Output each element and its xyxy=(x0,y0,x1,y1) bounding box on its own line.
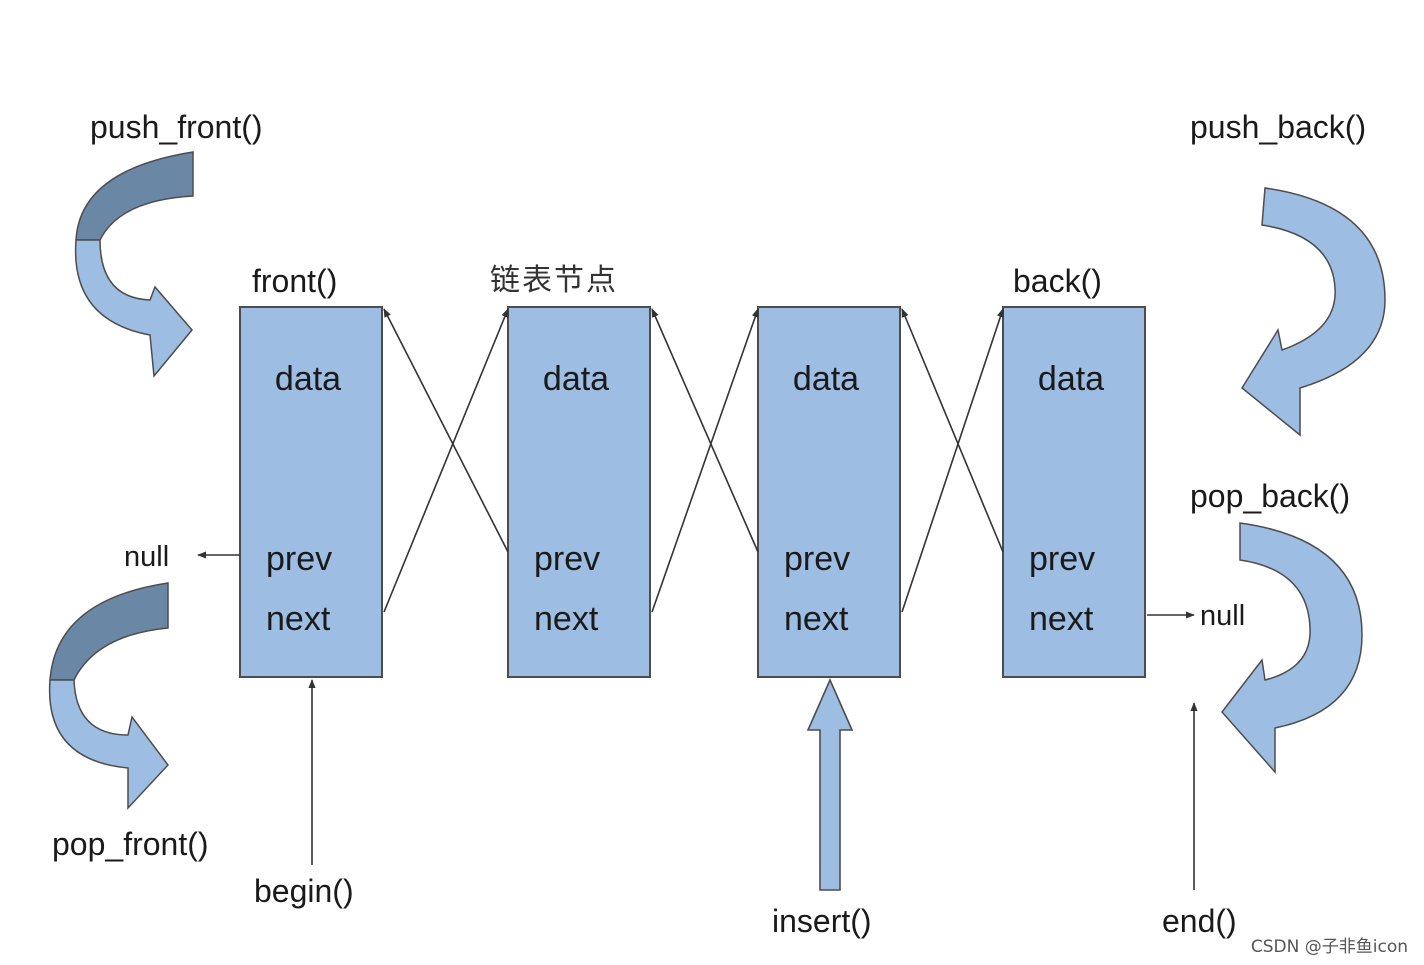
push-front-label: push_front() xyxy=(90,109,263,145)
node-prev-label: prev xyxy=(266,540,332,578)
list-node-2: data prev next xyxy=(507,306,651,678)
node-data-label: data xyxy=(1038,360,1104,398)
end-label: end() xyxy=(1162,903,1237,939)
prev-pointer-2-1 xyxy=(383,308,509,553)
list-node-1: data prev next xyxy=(239,306,383,678)
node-caption: 链表节点 xyxy=(490,263,618,298)
node-next-label: next xyxy=(266,600,331,638)
watermark-text: CSDN @子非鱼icon xyxy=(1251,937,1408,957)
node-next-label: next xyxy=(534,600,599,638)
null-left-label: null xyxy=(124,541,169,573)
prev-pointer-3-2 xyxy=(651,308,759,553)
pointer-links xyxy=(383,308,1004,613)
pop-front-label: pop_front() xyxy=(52,826,209,862)
next-pointer-1-2 xyxy=(383,308,509,613)
insert-arrow xyxy=(806,678,854,891)
push-back-label: push_back() xyxy=(1190,109,1366,145)
null-right-label: null xyxy=(1200,600,1245,632)
next-pointer-2-3 xyxy=(651,308,759,613)
front-label: front() xyxy=(252,263,337,299)
push-front-arrow xyxy=(74,151,194,378)
back-label: back() xyxy=(1013,263,1102,299)
push-back-arrow xyxy=(1241,187,1386,437)
node-prev-label: prev xyxy=(784,540,850,578)
pop-back-label: pop_back() xyxy=(1190,478,1350,514)
node-prev-label: prev xyxy=(534,540,600,578)
begin-label: begin() xyxy=(254,873,354,909)
node-next-label: next xyxy=(784,600,849,638)
pop-front-arrow xyxy=(48,582,169,810)
list-node-4: data prev next xyxy=(1002,306,1146,678)
node-data-label: data xyxy=(793,360,859,398)
node-next-label: next xyxy=(1029,600,1094,638)
node-data-label: data xyxy=(543,360,609,398)
insert-label: insert() xyxy=(772,903,872,939)
prev-pointer-4-3 xyxy=(901,308,1004,553)
node-data-label: data xyxy=(275,360,341,398)
pop-back-arrow xyxy=(1221,522,1363,774)
next-pointer-3-4 xyxy=(901,308,1004,613)
list-node-3: data prev next xyxy=(757,306,901,678)
node-prev-label: prev xyxy=(1029,540,1095,578)
